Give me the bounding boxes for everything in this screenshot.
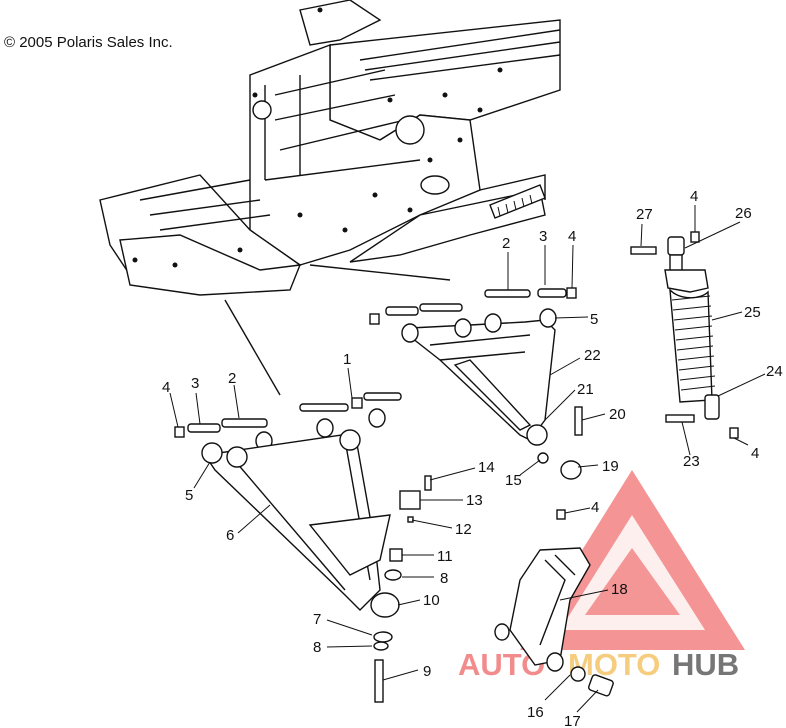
callout-26: 26: [735, 205, 752, 222]
spindle: [494, 509, 614, 697]
callout-4-top: 4: [690, 188, 698, 205]
callout-2-left: 2: [228, 370, 236, 387]
spindle-bolt-and-joint: [537, 406, 583, 480]
callout-1: 1: [343, 351, 351, 368]
callout-6: 6: [226, 527, 234, 544]
upper-a-arm-bolts: [369, 287, 577, 325]
lower-joint-hardware: [373, 475, 432, 703]
upper-a-arm: [401, 308, 557, 446]
leader-line-frame-upper: [309, 264, 451, 281]
callout-21: 21: [577, 381, 594, 398]
callout-5: 5: [590, 311, 598, 328]
callout-18: 18: [611, 581, 628, 598]
callout-leader-lines: [169, 205, 766, 713]
callout-16: 16: [527, 704, 544, 721]
callout-10: 10: [423, 592, 440, 609]
callout-4: 4: [568, 228, 576, 245]
callout-8: 8: [440, 570, 448, 587]
callout-17: 17: [564, 713, 581, 728]
callout-2: 2: [502, 235, 510, 252]
callout-14: 14: [478, 459, 495, 476]
callout-numbers: 2 3 4 5 22 21 20 19 15 27 4 26 25 24 23 …: [162, 188, 783, 728]
callout-7: 7: [313, 611, 321, 628]
callout-23: 23: [683, 453, 700, 470]
leader-line-frame-lower: [224, 299, 281, 396]
callout-22: 22: [584, 347, 601, 364]
callout-20: 20: [609, 406, 626, 423]
callout-19: 19: [602, 458, 619, 475]
callout-12: 12: [455, 521, 472, 538]
callout-9: 9: [423, 663, 431, 680]
callout-24: 24: [766, 363, 783, 380]
shock-absorber: [630, 231, 739, 439]
watermark-logo: AUTO MOTO HUB: [458, 470, 745, 682]
chassis-frame: [99, 0, 561, 296]
lower-a-arm: [201, 429, 400, 618]
callout-4-left: 4: [162, 379, 170, 396]
callout-13: 13: [466, 492, 483, 509]
callout-27: 27: [636, 206, 653, 223]
callout-4-spindle: 4: [591, 499, 599, 516]
callout-3-left: 3: [191, 375, 199, 392]
callout-4-right: 4: [751, 445, 759, 462]
lower-a-arm-bolts: [174, 392, 402, 451]
copyright-notice: © 2005 Polaris Sales Inc.: [4, 34, 173, 51]
callout-8-lower: 8: [313, 639, 321, 656]
callout-3: 3: [539, 228, 547, 245]
callout-11: 11: [437, 548, 453, 565]
callout-15: 15: [505, 472, 522, 489]
callout-5-left: 5: [185, 487, 193, 504]
callout-25: 25: [744, 304, 761, 321]
watermark-text-hub: HUB: [672, 647, 739, 682]
